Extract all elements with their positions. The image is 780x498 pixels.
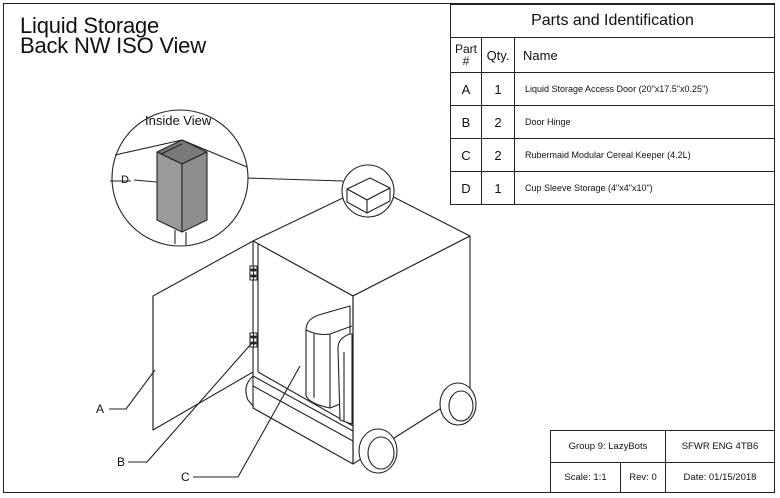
table-row: B 2 Door Hinge: [450, 105, 775, 139]
header-name: Name: [514, 37, 775, 73]
title-block: Group 9: LazyBots SFWR ENG 4TB6 Scale: 1…: [550, 430, 775, 493]
cereal-keeper: [305, 305, 353, 425]
inset-leader: [245, 177, 344, 182]
revision: Rev: 0: [621, 463, 666, 492]
leader-c: [193, 365, 301, 478]
wheel-front-left: [245, 375, 254, 407]
title-line-1: Liquid Storage: [20, 13, 160, 38]
cell-qty: 1: [481, 72, 515, 106]
cell-name: Cup Sleeve Storage (4"x4"x10"): [514, 171, 775, 205]
cabinet-floor-front: [252, 375, 354, 432]
drawing-title: Liquid Storage Back NW ISO View: [20, 13, 206, 58]
table-row: D 1 Cup Sleeve Storage (4"x4"x10"): [450, 171, 775, 205]
drawing-frame: [3, 3, 775, 493]
cell-qty: 2: [481, 105, 515, 139]
cell-name: Liquid Storage Access Door (20"x17.5"x0.…: [514, 72, 775, 106]
cell-name: Door Hinge: [514, 105, 775, 139]
door-hinge-top: [249, 265, 258, 281]
callout-d: D: [121, 174, 129, 186]
cell-qty: 1: [481, 171, 515, 205]
inset-view-label: Inside View: [145, 113, 212, 128]
date: Date: 01/15/2018: [683, 472, 757, 483]
title-line-2: Back NW ISO View: [20, 33, 206, 58]
wheel-back-right: [439, 382, 477, 426]
inset-detail: [111, 109, 249, 247]
header-qty: Qty.: [481, 37, 515, 73]
callout-c: C: [181, 470, 190, 484]
wheel-front-right: [358, 428, 398, 474]
table-row: C 2 Rubermaid Modular Cereal Keeper (4.2…: [450, 138, 775, 172]
door-hinge-bottom: [249, 332, 258, 348]
cup-sleeve-top: [341, 164, 395, 218]
cabinet-inner-floor-edge: [257, 371, 354, 427]
callout-b: B: [117, 455, 126, 469]
cell-qty: 2: [481, 138, 515, 172]
course-code: SFWR ENG 4TB6: [666, 431, 774, 463]
parts-table: Parts and Identification Part # Qty. Nam…: [450, 4, 775, 205]
cell-part: D: [450, 171, 482, 205]
cabinet-base-rail: [252, 385, 354, 442]
access-door: [152, 240, 254, 431]
scale: Scale: 1:1: [551, 463, 621, 492]
cell-part: A: [450, 72, 482, 106]
cell-name: Rubermaid Modular Cereal Keeper (4.2L): [514, 138, 775, 172]
group-name: Group 9: LazyBots: [551, 431, 666, 463]
header-part: Part #: [450, 37, 482, 73]
cell-part: C: [450, 138, 482, 172]
parts-table-caption: Parts and Identification: [450, 4, 775, 38]
leader-a: [109, 369, 156, 410]
cell-part: B: [450, 105, 482, 139]
callout-a: A: [96, 402, 105, 416]
table-row: A 1 Liquid Storage Access Door (20"x17.5…: [450, 72, 775, 106]
leader-b: [128, 343, 252, 463]
